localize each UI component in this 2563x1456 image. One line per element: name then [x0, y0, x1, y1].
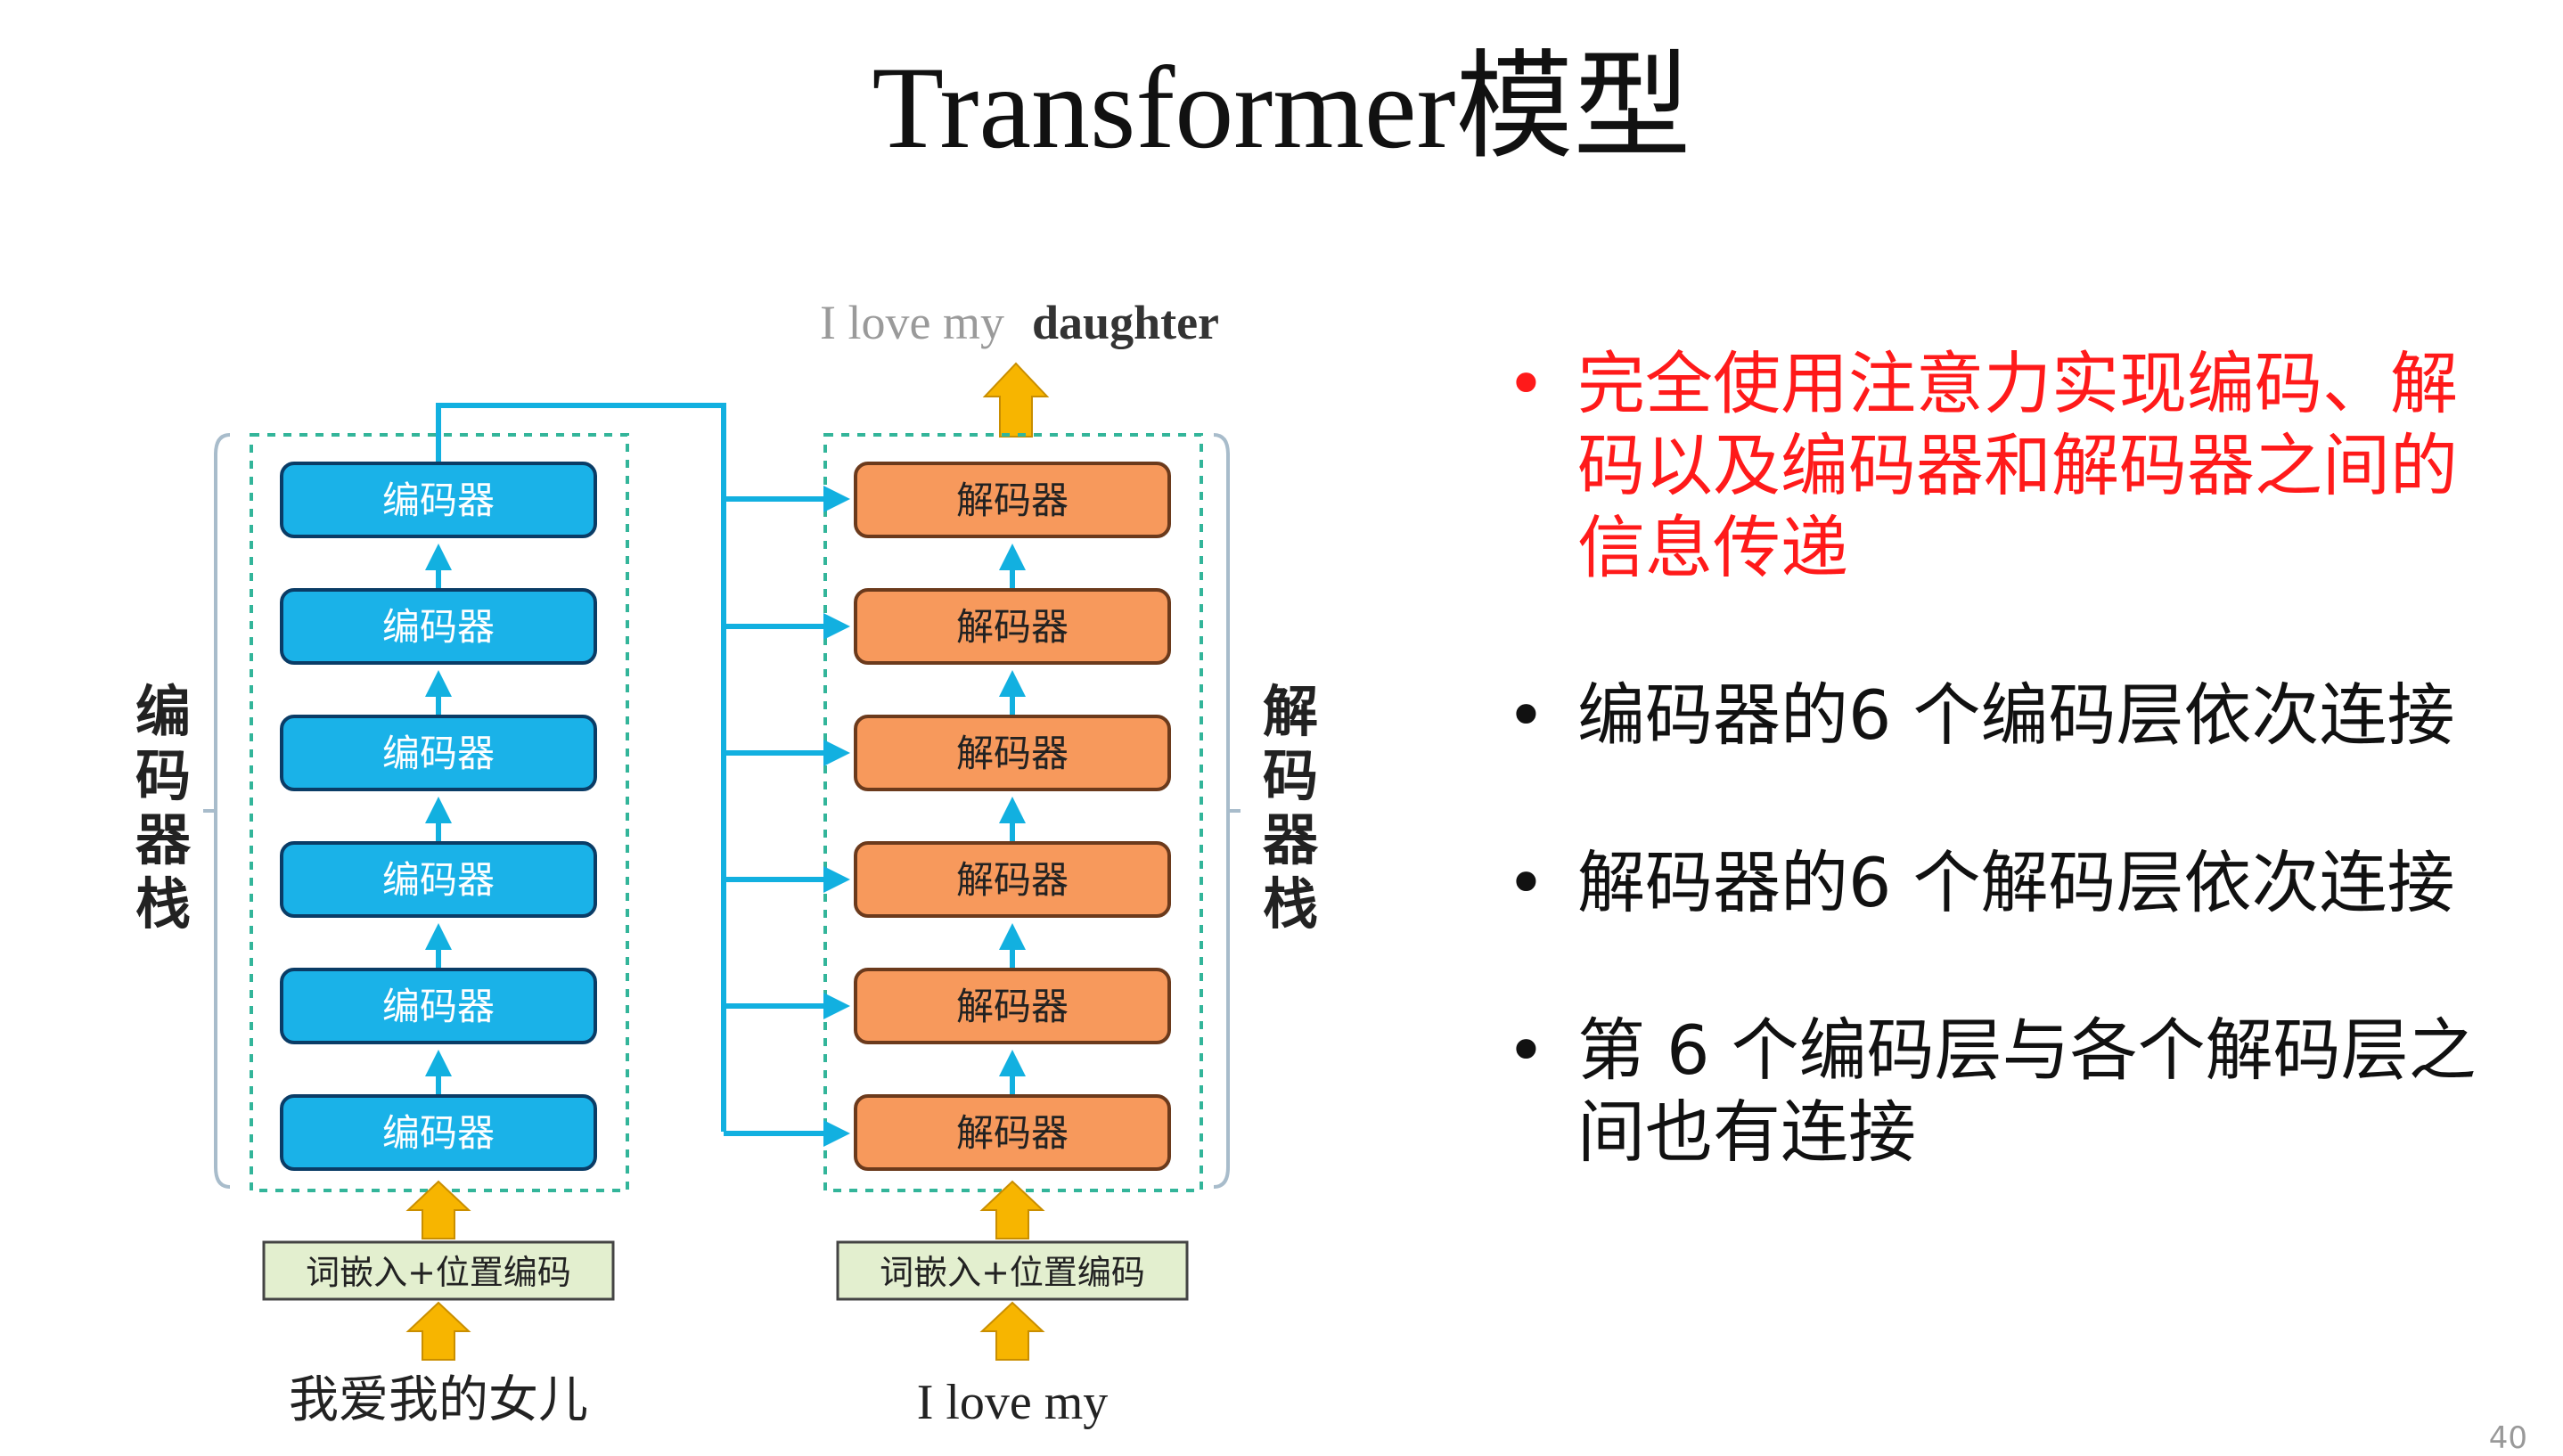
- decoder-block-1: 解码器: [854, 462, 1171, 538]
- bullet-item-4: 第 6 个编码层与各个解码层之间也有连接: [1506, 1010, 2504, 1174]
- decoder-block-2-label: 解码器: [956, 605, 1069, 649]
- bullet-item-3-text: 解码器的6 个解码层依次连接: [1577, 843, 2455, 922]
- decoder-bracket: [1213, 433, 1230, 1189]
- encoder-block-3-label: 编码器: [382, 732, 495, 775]
- bullet-item-3: 解码器的6 个解码层依次连接: [1506, 842, 2504, 924]
- encoder-block-2: 编码器: [280, 588, 597, 665]
- decoder-stack-label-2: 码: [1263, 743, 1318, 808]
- decoder-block-3: 解码器: [854, 715, 1171, 791]
- decoder-block-6: 解码器: [854, 1094, 1171, 1171]
- encoder-bracket: [214, 433, 231, 1189]
- encoder-block-3: 编码器: [280, 715, 597, 791]
- encoder-block-1-label: 编码器: [382, 479, 495, 522]
- decoder-source-arrow: [979, 1301, 1045, 1361]
- encoder-input-arrow: [405, 1180, 471, 1239]
- encoder-block-6: 编码器: [280, 1094, 597, 1171]
- encoder-block-5: 编码器: [280, 968, 597, 1044]
- encoder-source-arrow: [405, 1301, 471, 1361]
- encoder-stack-label-2: 码: [135, 743, 191, 808]
- encoder-output-connector: [436, 403, 726, 1132]
- encoder-block-6-label: 编码器: [382, 1111, 495, 1155]
- encoder-block-4-label: 编码器: [382, 858, 495, 902]
- page-number: 40: [2488, 1420, 2527, 1456]
- output-text-bold: daughter: [1032, 296, 1219, 349]
- decoder-block-5-label: 解码器: [956, 985, 1069, 1028]
- bullet-item-1: 完全使用注意力实现编码、解码以及编码器和解码器之间的信息传递: [1506, 343, 2504, 589]
- bullet-item-2: 编码器的6 个编码层依次连接: [1506, 675, 2504, 757]
- decoder-block-4: 解码器: [854, 841, 1171, 918]
- bullet-list: 完全使用注意力实现编码、解码以及编码器和解码器之间的信息传递 编码器的6 个编码…: [1506, 343, 2504, 1259]
- decoder-input-text: I love my: [917, 1375, 1109, 1430]
- bullet-item-2-text: 编码器的6 个编码层依次连接: [1577, 675, 2455, 755]
- encoder-block-1: 编码器: [280, 462, 597, 538]
- transformer-diagram: I love my daughter 编 码 器 栈 解 码 器 栈 编码器 编…: [135, 296, 1319, 1430]
- decoder-embedding-label: 词嵌入+位置编码: [880, 1253, 1145, 1292]
- encoder-stack-label-1: 编: [135, 679, 191, 744]
- encoder-embedding-label: 词嵌入+位置编码: [306, 1253, 571, 1292]
- decoder-stack-label-4: 栈: [1263, 871, 1318, 937]
- page-title: Transformer模型: [872, 42, 1691, 173]
- decoder-block-5: 解码器: [854, 968, 1171, 1044]
- bullet-item-4-text: 第 6 个编码层与各个解码层之间也有连接: [1577, 1010, 2477, 1172]
- decoder-block-1-label: 解码器: [956, 479, 1069, 522]
- encoder-block-5-label: 编码器: [382, 985, 495, 1028]
- encoder-stack-label-3: 器: [135, 807, 192, 872]
- bullet-item-1-text: 完全使用注意力实现编码、解码以及编码器和解码器之间的信息传递: [1577, 344, 2458, 587]
- encoder-stack-label-4: 栈: [135, 871, 191, 937]
- encoder-embedding-box: 词嵌入+位置编码: [262, 1240, 615, 1301]
- decoder-embedding-box: 词嵌入+位置编码: [836, 1240, 1189, 1301]
- encoder-block-4: 编码器: [280, 841, 597, 918]
- output-arrow: [982, 362, 1050, 438]
- decoder-input-arrow: [979, 1180, 1045, 1239]
- decoder-block-3-label: 解码器: [956, 732, 1069, 775]
- decoder-block-2: 解码器: [854, 588, 1171, 665]
- output-text-light: I love my: [820, 296, 1004, 349]
- decoder-block-6-label: 解码器: [956, 1111, 1069, 1155]
- decoder-stack-label-1: 解: [1263, 679, 1318, 744]
- encoder-input-text: 我爱我的女儿: [289, 1371, 588, 1429]
- decoder-block-4-label: 解码器: [956, 858, 1069, 902]
- decoder-stack-label-3: 器: [1263, 807, 1319, 872]
- encoder-block-2-label: 编码器: [382, 605, 495, 649]
